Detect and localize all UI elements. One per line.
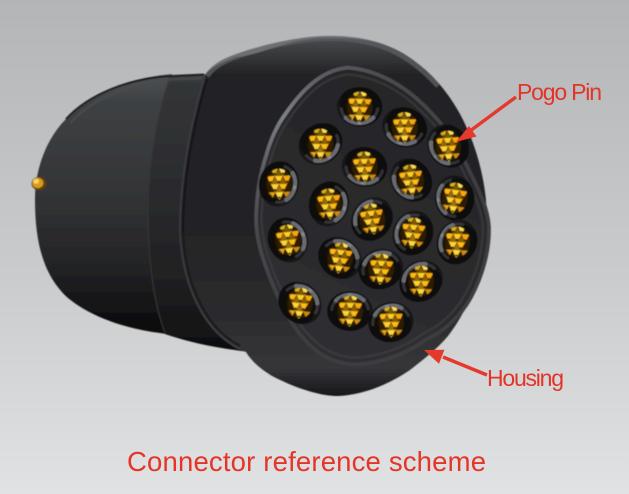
svg-text:Pogo Pin: Pogo Pin <box>517 79 602 105</box>
svg-text:Connector reference scheme: Connector reference scheme <box>127 446 486 477</box>
svg-text:Housing: Housing <box>487 365 564 391</box>
